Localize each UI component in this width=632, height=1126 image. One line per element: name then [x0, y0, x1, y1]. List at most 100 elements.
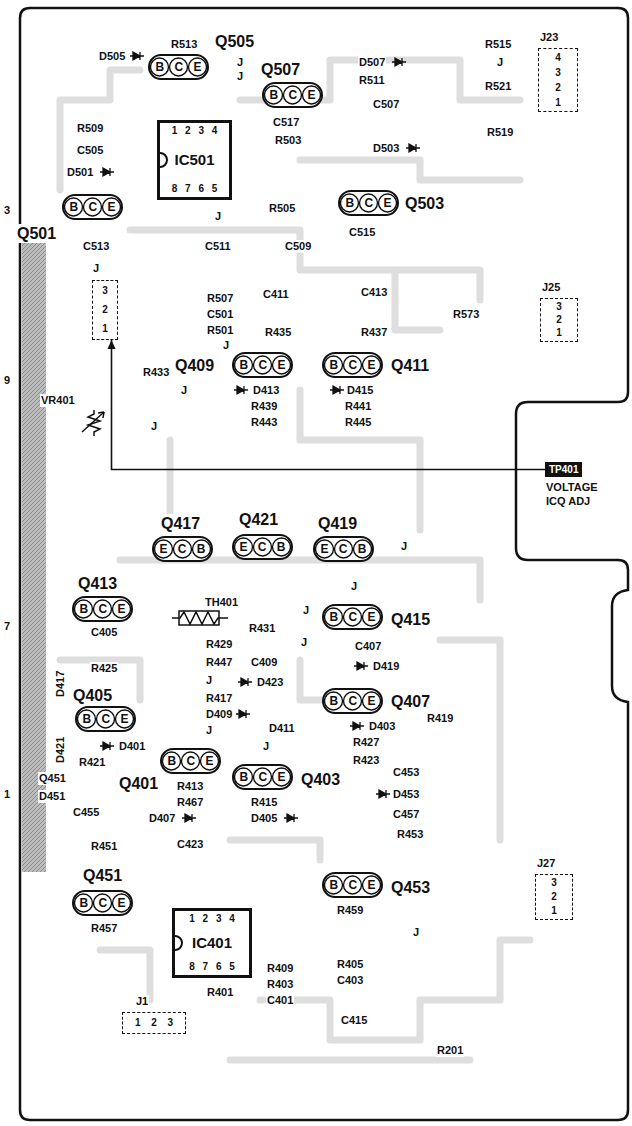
- diode-symbol: [376, 790, 390, 798]
- capacitor-label: C423: [176, 838, 204, 851]
- pin-number: 3: [555, 67, 561, 79]
- pin-letters: E C B: [239, 540, 285, 554]
- diode-symbol: [182, 814, 196, 822]
- edge-number: 1: [3, 788, 11, 801]
- transistor-outline: Q421E C B: [232, 534, 293, 560]
- diode-symbol: [284, 814, 298, 822]
- capacitor-label: C403: [336, 974, 364, 987]
- transistor-outline: Q417E C B: [152, 536, 213, 562]
- jumper-label: J: [236, 56, 244, 69]
- transistor-outline: Q401B C E: [160, 748, 221, 774]
- diode-symbol: [234, 386, 248, 394]
- jumper-label: J: [214, 210, 222, 223]
- diode-body: [284, 814, 298, 822]
- connector-label: J25: [541, 281, 561, 294]
- resistor-label: R513: [170, 38, 198, 51]
- ic-package: 1 2 3 4IC4018 7 6 5: [172, 908, 252, 978]
- capacitor-label: C515: [348, 226, 376, 239]
- pin-number: 2: [102, 304, 108, 316]
- resistor-label: R467: [176, 796, 204, 809]
- connector-label: J27: [536, 857, 556, 870]
- pin-letters: B C E: [79, 602, 125, 616]
- diode-symbol: [406, 144, 420, 152]
- test-point: TP401: [545, 462, 582, 477]
- capacitor-label: C401: [266, 994, 294, 1007]
- diode-body: [406, 144, 420, 152]
- transistor-label: Q405: [72, 686, 113, 705]
- ic-label: IC401: [192, 934, 232, 952]
- diode-label: D507: [358, 56, 386, 69]
- capacitor-label: C413: [360, 286, 388, 299]
- resistor-label: R505: [268, 202, 296, 215]
- transistor-label: Q419: [317, 514, 358, 533]
- transistor-label: Q453: [390, 878, 431, 897]
- jumper-label: J: [496, 56, 504, 69]
- capacitor-label: C505: [76, 144, 104, 157]
- jumper-label: J: [350, 580, 358, 593]
- capacitor-label: C415: [340, 1014, 368, 1027]
- resistor-label: R519: [486, 126, 514, 139]
- adjust-note: VOLTAGE ICQ ADJ: [545, 480, 609, 508]
- resistor-label: R509: [76, 122, 104, 135]
- connector-header: J234321: [538, 48, 578, 112]
- diode-body: [392, 58, 406, 66]
- connector-label: J23: [539, 31, 559, 44]
- jumper-label: J: [92, 262, 100, 275]
- transistor-label: Q401: [118, 774, 159, 793]
- diode-symbol: [238, 678, 252, 686]
- resistor-label: R511: [358, 74, 386, 87]
- transistor-outline: Q507B C E: [262, 82, 323, 108]
- capacitor-label: C411: [262, 288, 290, 301]
- capacitor-label: C501: [206, 308, 234, 321]
- trimmer-label: VR401: [40, 394, 76, 407]
- notch-arc: [160, 153, 167, 167]
- pin-number: 1: [551, 905, 557, 917]
- resistor-label: R445: [344, 416, 372, 429]
- diode-body: [330, 386, 344, 394]
- diode-body: [238, 678, 252, 686]
- ic-package: 1 2 3 4IC5018 7 6 5: [157, 120, 232, 200]
- resistor-label: R419: [426, 712, 454, 725]
- diode-symbol: [392, 58, 406, 66]
- diode-body: [350, 722, 364, 730]
- resistor-label: R201: [436, 1044, 464, 1057]
- transistor-outline: Q409B C E: [232, 352, 293, 378]
- jumper-label: J: [205, 674, 213, 687]
- pin-number: 2: [555, 82, 561, 94]
- diode-label: D501: [66, 166, 94, 179]
- jumper-label: J: [205, 724, 213, 737]
- diode-label: D411: [268, 722, 296, 735]
- capacitor-label: C457: [392, 808, 420, 821]
- diode-symbol: [130, 52, 144, 60]
- ic-notch: [160, 123, 170, 197]
- transistor-label: Q501: [16, 224, 57, 243]
- resistor-label: R425: [90, 662, 118, 675]
- pin-letters: B C E: [167, 754, 213, 768]
- transistor-label: Q507: [260, 60, 301, 79]
- transistor-label: Q503: [404, 194, 445, 213]
- diode-body: [236, 710, 250, 718]
- jumper-label: J: [300, 636, 308, 649]
- pin-letters: B C E: [329, 358, 375, 372]
- resistor-label: R515: [484, 38, 512, 51]
- transistor-label: Q411: [390, 356, 430, 375]
- transistor-label: Q409: [174, 356, 215, 375]
- transistor-label: Q451: [38, 772, 67, 785]
- diode-label: D419: [372, 660, 400, 673]
- diode-symbol: [330, 386, 344, 394]
- pin-number: 1: [102, 323, 108, 335]
- jumper-label: J: [302, 604, 310, 617]
- pin-letters: B C E: [269, 88, 315, 102]
- transistor-label: Q415: [390, 610, 431, 629]
- pin-numbers: 1 2 3 4: [189, 913, 235, 925]
- transistor-label: Q421: [238, 510, 279, 529]
- transistor-outline: Q503B C E: [338, 190, 399, 216]
- pin-letters: E C B: [159, 542, 205, 556]
- diode-label: D505: [98, 50, 126, 63]
- resistor-label: R439: [250, 400, 278, 413]
- ic-notch: [175, 911, 185, 975]
- diode-label: D413: [252, 384, 280, 397]
